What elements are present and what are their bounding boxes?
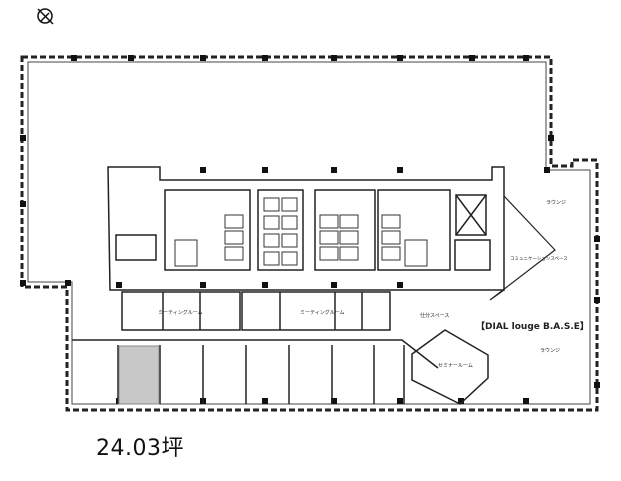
seminar-room-outline xyxy=(411,329,489,405)
building-core xyxy=(107,166,505,291)
label-seminar-room: セミナールーム xyxy=(438,363,473,369)
label-lounge-top: ラウンジ xyxy=(546,199,566,206)
corridor-wall xyxy=(72,339,439,369)
label-sorter-space: 仕分スペース xyxy=(420,312,449,319)
label-meeting-room-left: ミーティングルーム xyxy=(158,309,203,316)
structural-columns xyxy=(20,55,600,404)
label-lounge-right: ラウンジ xyxy=(540,347,560,354)
label-meeting-room-right: ミーティングルーム xyxy=(300,309,345,316)
floor-area-label: 24.03坪 xyxy=(96,436,184,461)
label-dial-lounge: 【DIAL louge B.A.S.E】 xyxy=(476,321,589,332)
core-details xyxy=(174,197,428,267)
lower-unit-partitions xyxy=(117,345,405,404)
outer-wall xyxy=(20,55,599,412)
inner-wall-lines xyxy=(27,61,591,405)
highlighted-unit xyxy=(118,345,160,405)
north-compass-icon xyxy=(37,8,54,25)
communication-area-outline xyxy=(489,195,556,301)
label-communication-space: コミュニケーションスペース xyxy=(510,255,568,262)
meeting-rooms xyxy=(121,291,391,331)
